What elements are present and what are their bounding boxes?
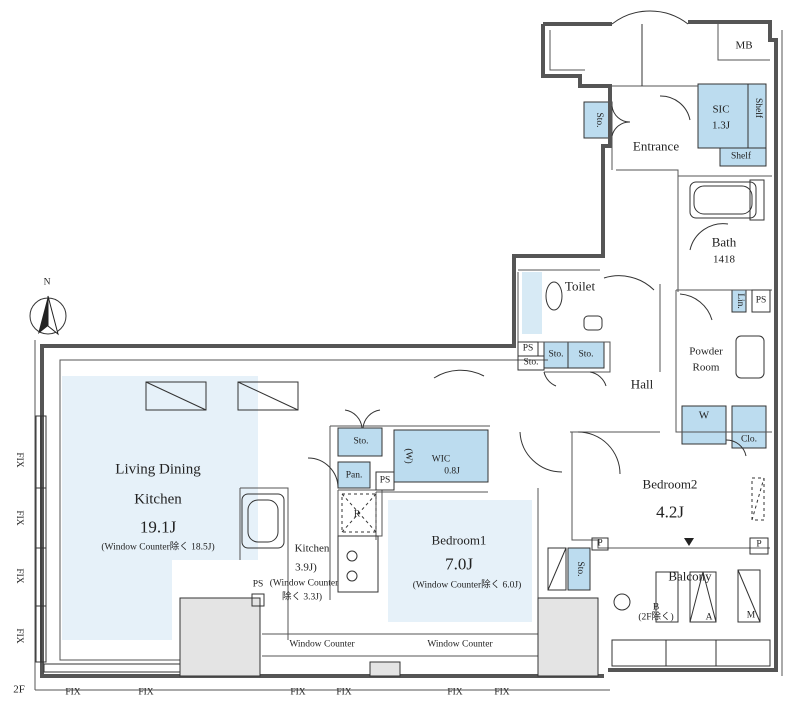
balcony-m-label: M xyxy=(746,610,756,621)
bedroom1-label: Bedroom1 xyxy=(431,532,487,548)
ldk-label-line1: Living Dining xyxy=(115,461,201,478)
pan-label: Pan. xyxy=(345,470,363,481)
kitchen-size: 3.9J) xyxy=(295,561,317,574)
sto-ldk-fill xyxy=(337,427,383,457)
floor-label: 2F xyxy=(13,683,25,696)
bedroom1-note: (Window Counter除く 6.0J) xyxy=(412,580,522,591)
doors xyxy=(307,10,747,489)
fix-bottom-1: FIX xyxy=(65,687,81,698)
fix-left-2: FIX xyxy=(13,510,24,526)
balcony-label: Balcony xyxy=(668,568,712,584)
window-left xyxy=(35,415,771,677)
r-label: R xyxy=(353,509,361,520)
north-arrow-icon xyxy=(29,295,67,336)
small-boxes xyxy=(251,289,771,607)
lin-label: Lin. xyxy=(734,293,745,309)
sto-bedroom1-fill xyxy=(567,547,591,591)
sic-fill xyxy=(697,83,749,149)
wic-size: 0.8J xyxy=(444,466,460,477)
bedroom2-label: Bedroom2 xyxy=(642,476,698,492)
clo-label: Clo. xyxy=(740,434,758,445)
ldk-label-line2: Kitchen xyxy=(134,491,182,508)
room-fills xyxy=(62,83,767,640)
fix-bottom-4: FIX xyxy=(336,687,352,698)
window-counter-right: Window Counter xyxy=(427,639,493,650)
window-counter-left: Window Counter xyxy=(289,639,355,650)
kitchen-note-1: (Window Counter xyxy=(269,578,339,589)
bedroom1-size: 7.0J xyxy=(445,554,473,574)
powder-label-1: Powder xyxy=(689,345,723,358)
ldk-size: 19.1J xyxy=(139,517,177,537)
bath-label: Bath xyxy=(711,234,737,250)
north-label: N xyxy=(43,277,51,288)
sto-entrance-label: Sto. xyxy=(593,112,604,128)
bedroom1-fill xyxy=(388,500,532,622)
shelf-right-label: Shelf xyxy=(752,97,763,119)
fix-bottom-3: FIX xyxy=(290,687,306,698)
clo-fill xyxy=(731,405,767,449)
sto-hall-2-label: Sto. xyxy=(578,349,594,360)
kitchen-note-2: 除く 3.3J) xyxy=(281,592,323,603)
fix-bottom-6: FIX xyxy=(494,687,510,698)
wic-label: WIC xyxy=(431,454,451,465)
sto-small-label: Sto. xyxy=(523,357,539,368)
bath-size: 1418 xyxy=(713,253,735,266)
balcony-a-label: A xyxy=(705,612,713,623)
walls-inner xyxy=(34,22,783,691)
fixtures xyxy=(241,179,765,623)
wic-w-label: (W) xyxy=(402,448,413,464)
ps-kitchen-label: PS xyxy=(379,475,391,486)
fix-left-4: FIX xyxy=(13,628,24,644)
shelf-bottom-fill xyxy=(719,147,767,167)
bedroom2-size: 4.2J xyxy=(656,502,684,522)
mb-label: MB xyxy=(735,39,753,52)
ps-bath-label: PS xyxy=(755,295,767,306)
fix-left-1: FIX xyxy=(13,452,24,468)
powder-label-2: Room xyxy=(692,361,720,374)
w-fill xyxy=(681,405,727,445)
balcony-b-note: (2F除く) xyxy=(638,612,674,623)
ps-hall-label: PS xyxy=(522,343,534,354)
fix-bottom-2: FIX xyxy=(138,687,154,698)
sic-size: 1.3J xyxy=(711,119,731,132)
hall-label: Hall xyxy=(630,376,654,392)
entrance-label: Entrance xyxy=(632,138,680,154)
sto-bedroom1-label: Sto. xyxy=(574,561,585,577)
wic-fill xyxy=(393,429,489,483)
sto-hall-1-label: Sto. xyxy=(548,349,564,360)
ldk-fill xyxy=(62,376,258,640)
ceiling-vents xyxy=(145,381,299,411)
ps-ldk-label: PS xyxy=(252,579,264,590)
sto-hall-2-fill xyxy=(567,341,605,369)
ldk-note: (Window Counter除く 18.5J) xyxy=(101,542,215,553)
toilet-fill xyxy=(522,272,542,334)
sto-ldk-label: Sto. xyxy=(353,436,369,447)
sic-label: SIC xyxy=(712,103,730,116)
toilet-label: Toilet xyxy=(564,278,596,294)
fix-bottom-5: FIX xyxy=(447,687,463,698)
pan-fill xyxy=(337,461,371,489)
fix-left-3: FIX xyxy=(13,568,24,584)
marker-triangle-icon xyxy=(684,538,694,546)
p-left-label: P xyxy=(597,538,603,549)
p-right-label: P xyxy=(756,539,762,550)
kitchen-label: Kitchen xyxy=(294,542,330,555)
w-label: W xyxy=(698,409,710,422)
sto-entrance-fill xyxy=(583,101,613,139)
balcony-b-label: B xyxy=(652,602,660,613)
shelf-bottom-label: Shelf xyxy=(730,151,752,162)
